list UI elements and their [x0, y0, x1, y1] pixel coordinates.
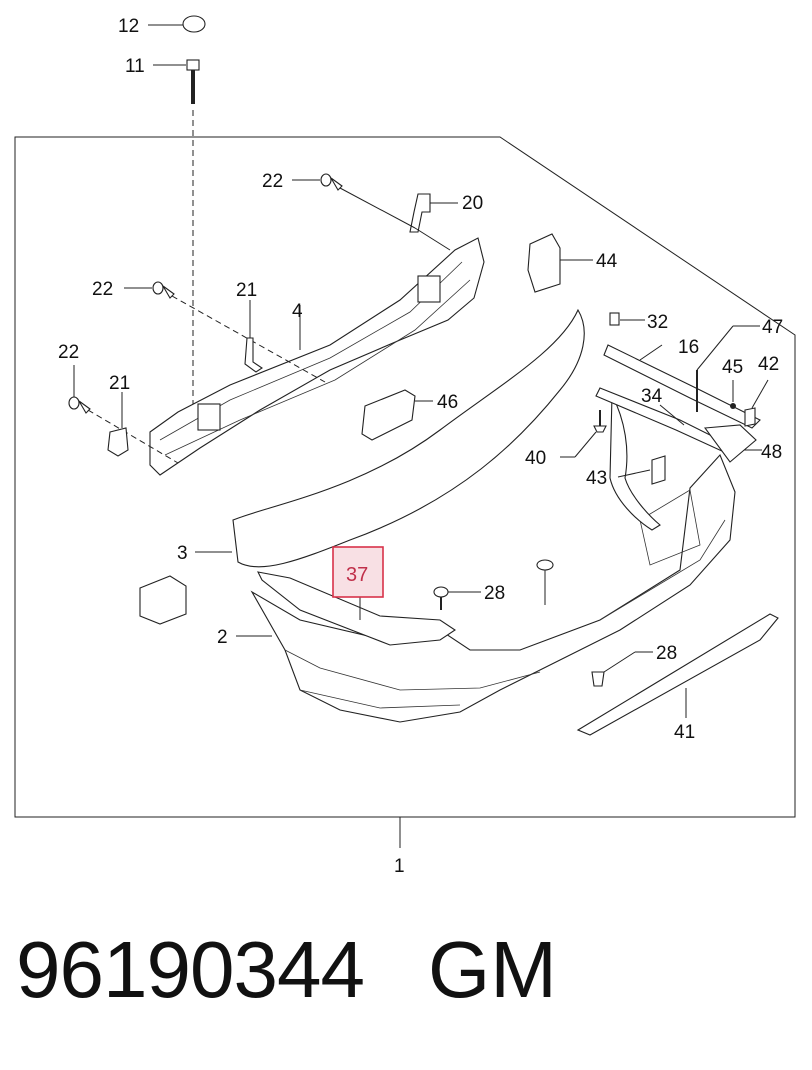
callout-43: 43 — [586, 468, 607, 489]
part-11-bolt — [153, 59, 200, 420]
exploded-parts-diagram: 12 11 22 20 44 22 21 4 22 21 46 32 47 16… — [14, 15, 796, 877]
callout-4: 4 — [292, 301, 303, 322]
callout-45: 45 — [722, 357, 743, 378]
part-44-absorber-block — [527, 233, 590, 293]
callout-1: 1 — [394, 856, 405, 877]
callout-44: 44 — [596, 251, 618, 272]
part-45-nut — [730, 380, 736, 409]
part-32-fastener — [609, 312, 645, 326]
callout-11: 11 — [125, 56, 145, 77]
part-20-bracket — [409, 193, 458, 233]
part-3-foam-absorber — [195, 308, 585, 568]
part-12-cap — [148, 15, 206, 33]
callout-48: 48 — [761, 442, 782, 463]
footer: 96190344 GM — [16, 930, 796, 1040]
callout-47: 47 — [762, 317, 783, 338]
part-21-bracket-upper — [244, 300, 263, 373]
part-4-reinforcement — [149, 237, 485, 476]
part-44-block-left — [139, 575, 187, 625]
part-22-clip-middle — [124, 281, 326, 383]
callout-22-left: 22 — [58, 342, 79, 363]
callout-16: 16 — [678, 337, 699, 358]
callout-42: 42 — [758, 354, 779, 375]
callout-28-upper: 28 — [484, 583, 505, 604]
callout-34: 34 — [641, 386, 663, 407]
callout-3: 3 — [177, 543, 188, 564]
part-16-34-rail — [595, 344, 761, 453]
part-28-clip-lower — [591, 651, 653, 687]
highlighted-part-37-label: 37 — [346, 564, 368, 586]
part-42-clip — [744, 379, 769, 427]
part-40-screw — [560, 410, 607, 458]
part-22-clip-top — [292, 173, 451, 251]
highlighted-part-37[interactable]: 37 — [332, 546, 384, 598]
part-21-bracket-lower — [107, 392, 129, 457]
callout-32: 32 — [647, 312, 668, 333]
brand-name: GM — [428, 925, 557, 1014]
part-43-side-bracket — [609, 394, 666, 531]
callout-2: 2 — [217, 627, 228, 648]
assembly-frame — [14, 136, 796, 818]
callout-21-lower: 21 — [109, 373, 130, 394]
part-46-pad — [361, 389, 433, 441]
part-number: 96190344 — [16, 925, 365, 1014]
callout-21-upper: 21 — [236, 280, 257, 301]
callout-12: 12 — [118, 16, 139, 37]
part-2-bumper-fascia — [236, 453, 736, 723]
callout-28-lower: 28 — [656, 643, 677, 664]
callout-22-top: 22 — [262, 171, 283, 192]
part-47-pin — [696, 325, 760, 412]
callout-46: 46 — [437, 392, 458, 413]
part-22-clip-left — [68, 365, 179, 464]
callout-40: 40 — [525, 448, 546, 469]
callout-22-middle: 22 — [92, 279, 113, 300]
part-48-plate — [703, 424, 762, 463]
part-28-clip-upper — [433, 559, 554, 610]
callout-41: 41 — [674, 722, 695, 743]
callout-20: 20 — [462, 193, 483, 214]
part-41-molding — [576, 613, 779, 736]
